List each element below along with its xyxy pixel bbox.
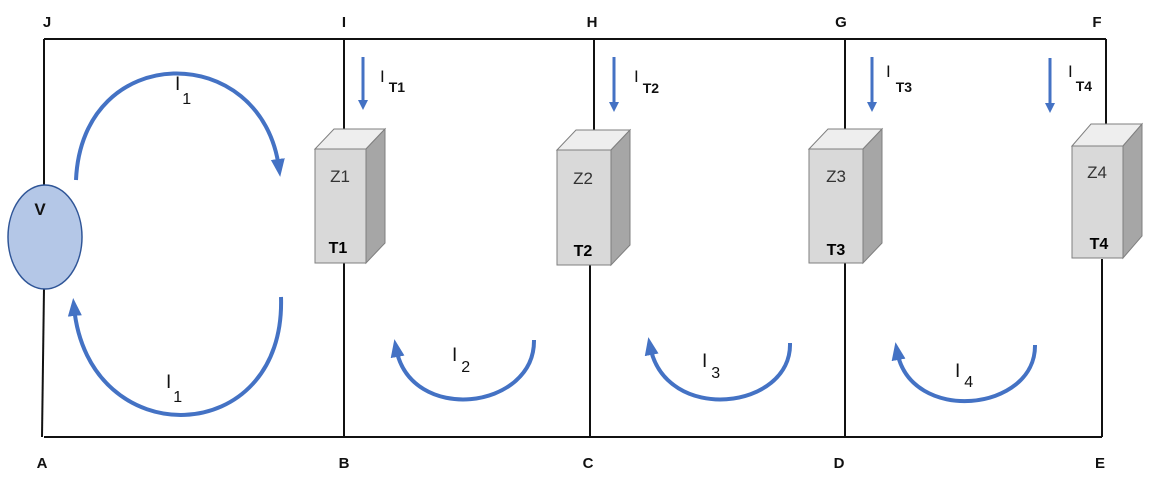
loop-label-i4: I4 <box>955 361 973 391</box>
node-label-e: E <box>1095 455 1105 472</box>
node-label-g: G <box>835 14 847 31</box>
load-box-z1-front <box>314 148 367 264</box>
load-box-z4-side <box>1122 122 1143 260</box>
wires <box>41 38 1107 438</box>
load-t4-label: T4 <box>1090 236 1109 253</box>
load-box-z4: Z4 T4 <box>1070 122 1144 260</box>
loop-label-i1-top: I1 <box>175 74 191 108</box>
loop-label-i4-main: I <box>955 361 960 382</box>
loop-current-labels: I1 I1 I2 I3 I4 <box>166 74 973 406</box>
branch-label-it1: IT1 <box>380 67 405 95</box>
loop-label-i3: I3 <box>702 351 720 382</box>
load-z2-label: Z2 <box>573 169 593 188</box>
load-box-z1: Z1 T1 <box>313 127 387 265</box>
load-box-z3-side <box>862 127 883 265</box>
node-label-a: A <box>37 455 48 472</box>
branch-label-it1-sub: T1 <box>389 79 406 95</box>
loop-label-i3-main: I <box>702 351 707 372</box>
load-z1-label: Z1 <box>330 167 350 186</box>
branch-label-it3-sub: T3 <box>896 79 913 95</box>
loop-arrow-i1-bottom <box>67 296 284 417</box>
loop-label-i1-top-main: I <box>175 74 180 95</box>
load-box-z3: Z3 T3 <box>807 127 884 265</box>
branch-label-it2-main: I <box>634 67 639 86</box>
load-box-z1-side <box>365 127 386 265</box>
loop-label-i1-top-sub: 1 <box>182 91 191 108</box>
loop-label-i1-bottom-main: I <box>166 372 171 393</box>
loop-label-i2-main: I <box>452 345 457 366</box>
loop-label-i2-sub: 2 <box>461 359 470 376</box>
load-box-z3-front <box>808 148 864 264</box>
wire-source-a <box>41 287 45 438</box>
load-t1-label: T1 <box>329 240 348 257</box>
branch-label-it3: I T3 <box>886 62 912 95</box>
load-z4-label: Z4 <box>1087 163 1107 182</box>
branch-label-it1-main: I <box>380 67 385 86</box>
branch-label-it4: IT4 <box>1068 62 1092 94</box>
loop-label-i2: I2 <box>452 345 470 376</box>
branch-current-arrows <box>358 57 1055 113</box>
node-label-h: H <box>587 14 598 31</box>
load-t3-label: T3 <box>827 242 846 259</box>
load-z3-label: Z3 <box>826 167 846 186</box>
branch-label-it3-main: I <box>886 62 891 81</box>
node-label-b: B <box>339 455 350 472</box>
voltage-source: V <box>7 184 83 290</box>
node-label-c: C <box>583 455 594 472</box>
loop-label-i1-bottom: I1 <box>166 372 182 406</box>
voltage-source-label: V <box>34 200 46 219</box>
loop-arrow-i3 <box>644 337 793 402</box>
load-box-z4-front <box>1071 145 1124 259</box>
loop-arrow-i1-top <box>74 71 285 181</box>
branch-label-it4-main: I <box>1068 62 1073 81</box>
node-label-f: F <box>1092 14 1101 31</box>
loop-label-i1-bottom-sub: 1 <box>173 389 182 406</box>
loop-arrow-i4 <box>891 342 1038 404</box>
loop-label-i4-sub: 4 <box>964 374 973 391</box>
branch-current-labels: IT1 IT2 IT3 IT4 <box>380 62 1092 96</box>
branch-label-it2-sub: T2 <box>643 80 660 96</box>
loop-current-arrows <box>67 71 1038 417</box>
node-label-i: I <box>342 14 346 31</box>
loop-label-i3-sub: 3 <box>711 365 720 382</box>
load-t2-label: T2 <box>574 243 593 260</box>
node-labels: J I H G F A B C D E <box>37 14 1105 472</box>
branch-label-it4-sub: T4 <box>1076 78 1093 94</box>
loop-arrow-i2 <box>390 339 537 402</box>
node-label-j: J <box>43 14 51 31</box>
load-box-z2-front <box>556 149 612 266</box>
load-box-z2: Z2 T2 <box>555 128 632 267</box>
voltage-source-ellipse <box>7 184 83 290</box>
node-label-d: D <box>834 455 845 472</box>
load-box-z2-side <box>610 128 631 267</box>
branch-label-it2: IT2 <box>634 67 659 96</box>
